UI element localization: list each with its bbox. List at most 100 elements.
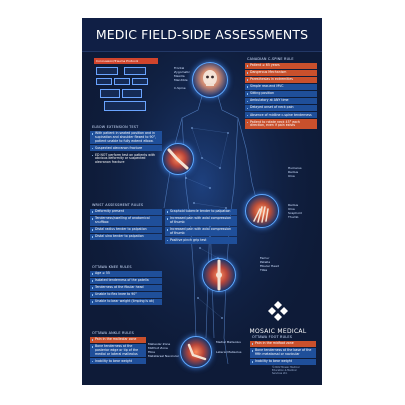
- zone-label: Metatarsal Navicular: [148, 354, 180, 359]
- wrist-item: Scaphoid tubercle tender to palpation: [165, 209, 237, 216]
- wrist-panel: WRIST ASSESSMENT RULES Deformity present…: [90, 202, 240, 245]
- foot-panel: Ottawa Foot Rules Pain in the midfoot zo…: [250, 334, 316, 366]
- cspine-item: Patient ≥ 65 years: [245, 63, 317, 70]
- foot-image: [180, 336, 212, 368]
- wrist-item: Distal ulna tender to palpation: [90, 233, 162, 240]
- elbow-item: With patient in seated position and in s…: [90, 131, 162, 145]
- copyright-footnote: ©2022 Mosaic Medical Education & Medical…: [272, 366, 299, 375]
- elbow-bone-labels: Humerus Radius Ulna: [288, 166, 302, 178]
- malleolus-label: Medial Malleolus: [216, 340, 241, 344]
- zone-label: Malleolar Zone: [148, 342, 171, 346]
- foot-header: Ottawa Foot Rules: [252, 335, 293, 339]
- wrist-bone-labels: Radius Ulna Scaphoid Thumb: [288, 203, 302, 219]
- foot-bone-icon: [187, 343, 207, 361]
- brand: MOSAIC MEDICAL: [242, 300, 314, 335]
- cspine-item: Patient to rotate neck 45° each directio…: [245, 119, 317, 130]
- zone-label: Fibia: [148, 350, 155, 355]
- elbow-item: Suspected olecranon fracture: [90, 145, 162, 152]
- flowchart-header: Concussion/Trauma Protocol: [94, 58, 158, 64]
- knee-item: Unable to flex knee to 90°: [90, 292, 162, 299]
- head-label: Zygomatic: [174, 70, 190, 75]
- knee-joint-icon: [216, 259, 222, 291]
- ankle-panel: OTTAWA ANKLE RULES Pain in the malleolar…: [90, 330, 146, 365]
- wrist-image: [245, 194, 279, 228]
- bone-label: Radius: [288, 170, 299, 175]
- flow-box: [122, 89, 142, 98]
- elbow-image: [162, 143, 194, 175]
- wrist-item: Increased pain with axial compression of…: [165, 216, 237, 226]
- bone-label: Tibia: [260, 268, 268, 273]
- head-label: Maxilla: [174, 74, 185, 79]
- bone-label: Scaphoid: [288, 211, 302, 216]
- brand-name: MOSAIC MEDICAL: [249, 328, 307, 335]
- footnote-line: ©2022 Mosaic Medical: [272, 366, 300, 369]
- bone-label: Fibular Head: [260, 264, 279, 269]
- head-label: Frontal: [174, 66, 185, 70]
- knee-item: Unable to bear weight (limping is ok): [90, 299, 162, 306]
- knee-header: OTTAWA KNEE RULES: [92, 265, 132, 269]
- elbow-header: ELBOW EXTENSION TEST: [92, 125, 139, 129]
- concussion-flowchart: Concussion/Trauma Protocol: [92, 58, 160, 116]
- head-skull-image: [192, 62, 228, 98]
- knee-item: Tenderness at the fibular head: [90, 285, 162, 292]
- footnote-line: Education & Medical: [272, 369, 297, 373]
- mosaic-logo-icon: [268, 301, 288, 321]
- bone-label: Humerus: [288, 166, 302, 170]
- knee-item: Isolated tenderness of the patella: [90, 278, 162, 285]
- cspine-item: Sitting position: [245, 91, 317, 98]
- wrist-item: Deformity present: [90, 209, 162, 216]
- cspine-item: Simple rear-end MVC: [245, 84, 317, 91]
- foot-malleolus-labels: Medial Malleolus Lateral Malleolus: [216, 340, 241, 354]
- foot-item: Inability to bear weight: [250, 358, 316, 365]
- head-label: Mandible: [174, 78, 188, 83]
- flow-box: [104, 101, 146, 111]
- cspine-item: Delayed onset of neck pain: [245, 105, 317, 112]
- cspine-item: Ambulatory at ANY time: [245, 98, 317, 105]
- poster-title: MEDIC FIELD-SIDE ASSESSMENTS: [95, 27, 309, 42]
- title-bar: MEDIC FIELD-SIDE ASSESSMENTS: [82, 18, 322, 52]
- bone-label: Patella: [260, 260, 271, 265]
- cspine-item: Paresthesias in extremities: [245, 77, 317, 84]
- ankle-header: OTTAWA ANKLE RULES: [92, 331, 134, 335]
- flow-box: [100, 89, 120, 98]
- wrist-item: Increased pain with axial compression of…: [165, 226, 237, 237]
- bone-label: Ulna: [288, 207, 295, 212]
- knee-image: [202, 258, 236, 292]
- ankle-item: Inability to bear weight: [90, 358, 146, 365]
- elbow-bone-icon: [167, 148, 189, 170]
- wrist-item: Positive pinch grip test: [165, 237, 237, 244]
- elbow-item: ED NOT perform test on patients with obv…: [90, 152, 162, 165]
- footnote-line: Services Ltd.: [272, 372, 288, 376]
- flow-box: [96, 67, 118, 75]
- cspine-header: CANADIAN C-SPINE RULE: [247, 57, 294, 61]
- wrist-item: Distal radius tender to palpation: [90, 226, 162, 233]
- head-labels: Frontal Zygomatic Maxilla Mandible C-Spi…: [174, 66, 190, 90]
- knee-item: Age ≥ 55: [90, 271, 162, 278]
- zone-label: Midfoot Zone: [148, 346, 168, 351]
- foot-item: Bone tenderness at the base of the fifth…: [250, 348, 316, 358]
- ankle-item: Bone tenderness at the posterior edge or…: [90, 344, 146, 358]
- flow-box: [114, 78, 130, 85]
- malleolus-label: Lateral Malleolus: [216, 350, 242, 355]
- foot-item: Pain in the midfoot zone: [250, 341, 316, 348]
- cspine-item: Dangerous Mechanism: [245, 70, 317, 77]
- elbow-panel: ELBOW EXTENSION TEST With patient in sea…: [90, 124, 162, 167]
- ankle-item: Pain in the malleolar zone: [90, 337, 146, 344]
- skull-icon: [203, 70, 217, 86]
- bone-label: Femur: [260, 256, 270, 260]
- flow-box: [132, 78, 148, 85]
- bone-label: Radius: [288, 203, 299, 207]
- flow-box: [124, 67, 146, 75]
- cspine-panel: CANADIAN C-SPINE RULE Patient ≥ 65 years…: [245, 56, 317, 130]
- knee-panel: OTTAWA KNEE RULES Age ≥ 55 Isolated tend…: [90, 264, 162, 306]
- head-label: C-Spine: [174, 86, 186, 91]
- hand-bone-icon: [253, 206, 269, 223]
- poster: MEDIC FIELD-SIDE ASSESSMENTS Concussion/…: [82, 18, 322, 385]
- ankle-zone-labels: Malleolar Zone Midfoot Zone Fibia Metata…: [148, 342, 179, 358]
- cspine-item: Absence of midline c-spine tenderness: [245, 112, 317, 119]
- knee-bone-labels: Femur Patella Fibular Head Tibia: [260, 256, 279, 272]
- flow-box: [96, 78, 112, 85]
- wrist-item: Tenderness/swelling of anatomical snuffb…: [90, 216, 162, 226]
- bone-label: Thumb: [288, 215, 299, 220]
- wrist-header: WRIST ASSESSMENT RULES: [92, 203, 144, 207]
